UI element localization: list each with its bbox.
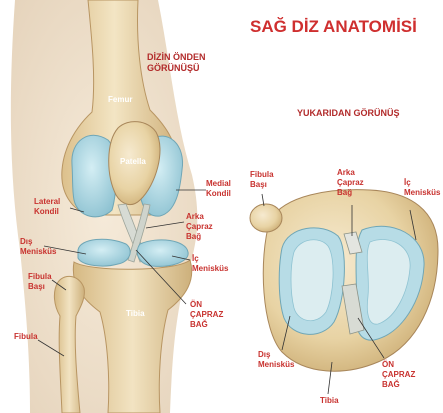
label-medial-condyle-line-1: Medial [206, 179, 231, 189]
label-front-posterior-cruciate-line-2: Çapraz [186, 222, 213, 232]
label-top-anterior-cruciate-line-2: ÇAPRAZ [382, 370, 415, 380]
label-top-medial-meniscus: İç Menisküs [404, 178, 440, 198]
label-top-posterior-cruciate-line-3: Bağ [337, 188, 364, 198]
label-top-lateral-meniscus-line-2: Menisküs [258, 360, 294, 370]
label-front-anterior-cruciate-line-2: ÇAPRAZ [190, 310, 223, 320]
front-view-heading: DİZİN ÖNDEN GÖRÜNÜŞÜ [147, 52, 206, 74]
label-front-medial-meniscus-line-1: İç [192, 254, 228, 264]
label-top-anterior-cruciate: ÖN ÇAPRAZ BAĞ [382, 360, 415, 390]
label-top-anterior-cruciate-line-3: BAĞ [382, 380, 415, 390]
label-front-anterior-cruciate-line-3: BAĞ [190, 320, 223, 330]
label-medial-condyle-line-2: Kondil [206, 189, 231, 199]
label-top-posterior-cruciate-line-1: Arka [337, 168, 364, 178]
label-top-fibula-head-line-2: Başı [250, 180, 274, 190]
label-front-fibula-head-line-2: Başı [28, 282, 52, 292]
label-front-tibia: Tibia [126, 309, 145, 319]
label-lateral-condyle-line-2: Kondil [34, 207, 60, 217]
front-view-heading-line-2: GÖRÜNÜŞÜ [147, 63, 206, 74]
label-front-fibula: Fibula [14, 332, 38, 342]
lateral-meniscus [78, 239, 130, 266]
label-front-posterior-cruciate-line-1: Arka [186, 212, 213, 222]
label-front-lateral-meniscus: Dış Menisküs [20, 237, 56, 257]
label-top-tibia: Tibia [320, 396, 339, 406]
label-front-lateral-meniscus-line-2: Menisküs [20, 247, 56, 257]
label-front-lateral-meniscus-line-1: Dış [20, 237, 56, 247]
label-top-fibula-head: Fibula Başı [250, 170, 274, 190]
label-top-posterior-cruciate-line-2: Çapraz [337, 178, 364, 188]
top-lateral-plateau [291, 240, 333, 321]
label-front-medial-meniscus-line-2: Menisküs [192, 264, 228, 274]
label-femur: Femur [108, 95, 132, 105]
medial-meniscus [137, 240, 188, 267]
label-lateral-condyle-line-1: Lateral [34, 197, 60, 207]
label-top-medial-meniscus-line-1: İç [404, 178, 440, 188]
top-view-heading: YUKARIDAN GÖRÜNÜŞ [297, 108, 400, 119]
label-front-medial-meniscus: İç Menisküs [192, 254, 228, 274]
label-lateral-condyle: Lateral Kondil [34, 197, 60, 217]
label-top-posterior-cruciate: Arka Çapraz Bağ [337, 168, 364, 198]
page-title: SAĞ DİZ ANATOMİSİ [250, 17, 442, 37]
label-medial-condyle: Medial Kondil [206, 179, 231, 199]
front-view-heading-line-1: DİZİN ÖNDEN [147, 52, 206, 63]
label-front-fibula-head: Fibula Başı [28, 272, 52, 292]
label-top-fibula-head-line-1: Fibula [250, 170, 274, 180]
label-front-anterior-cruciate: ÖN ÇAPRAZ BAĞ [190, 300, 223, 330]
label-front-anterior-cruciate-line-1: ÖN [190, 300, 223, 310]
label-top-lateral-meniscus-line-1: Dış [258, 350, 294, 360]
label-top-medial-meniscus-line-2: Menisküs [404, 188, 440, 198]
label-front-posterior-cruciate-line-3: Bağ [186, 232, 213, 242]
label-top-anterior-cruciate-line-1: ÖN [382, 360, 415, 370]
top-fibula-head [250, 204, 282, 232]
label-front-posterior-cruciate: Arka Çapraz Bağ [186, 212, 213, 242]
label-patella: Patella [120, 157, 146, 167]
label-top-lateral-meniscus: Dış Menisküs [258, 350, 294, 370]
label-front-fibula-head-line-1: Fibula [28, 272, 52, 282]
